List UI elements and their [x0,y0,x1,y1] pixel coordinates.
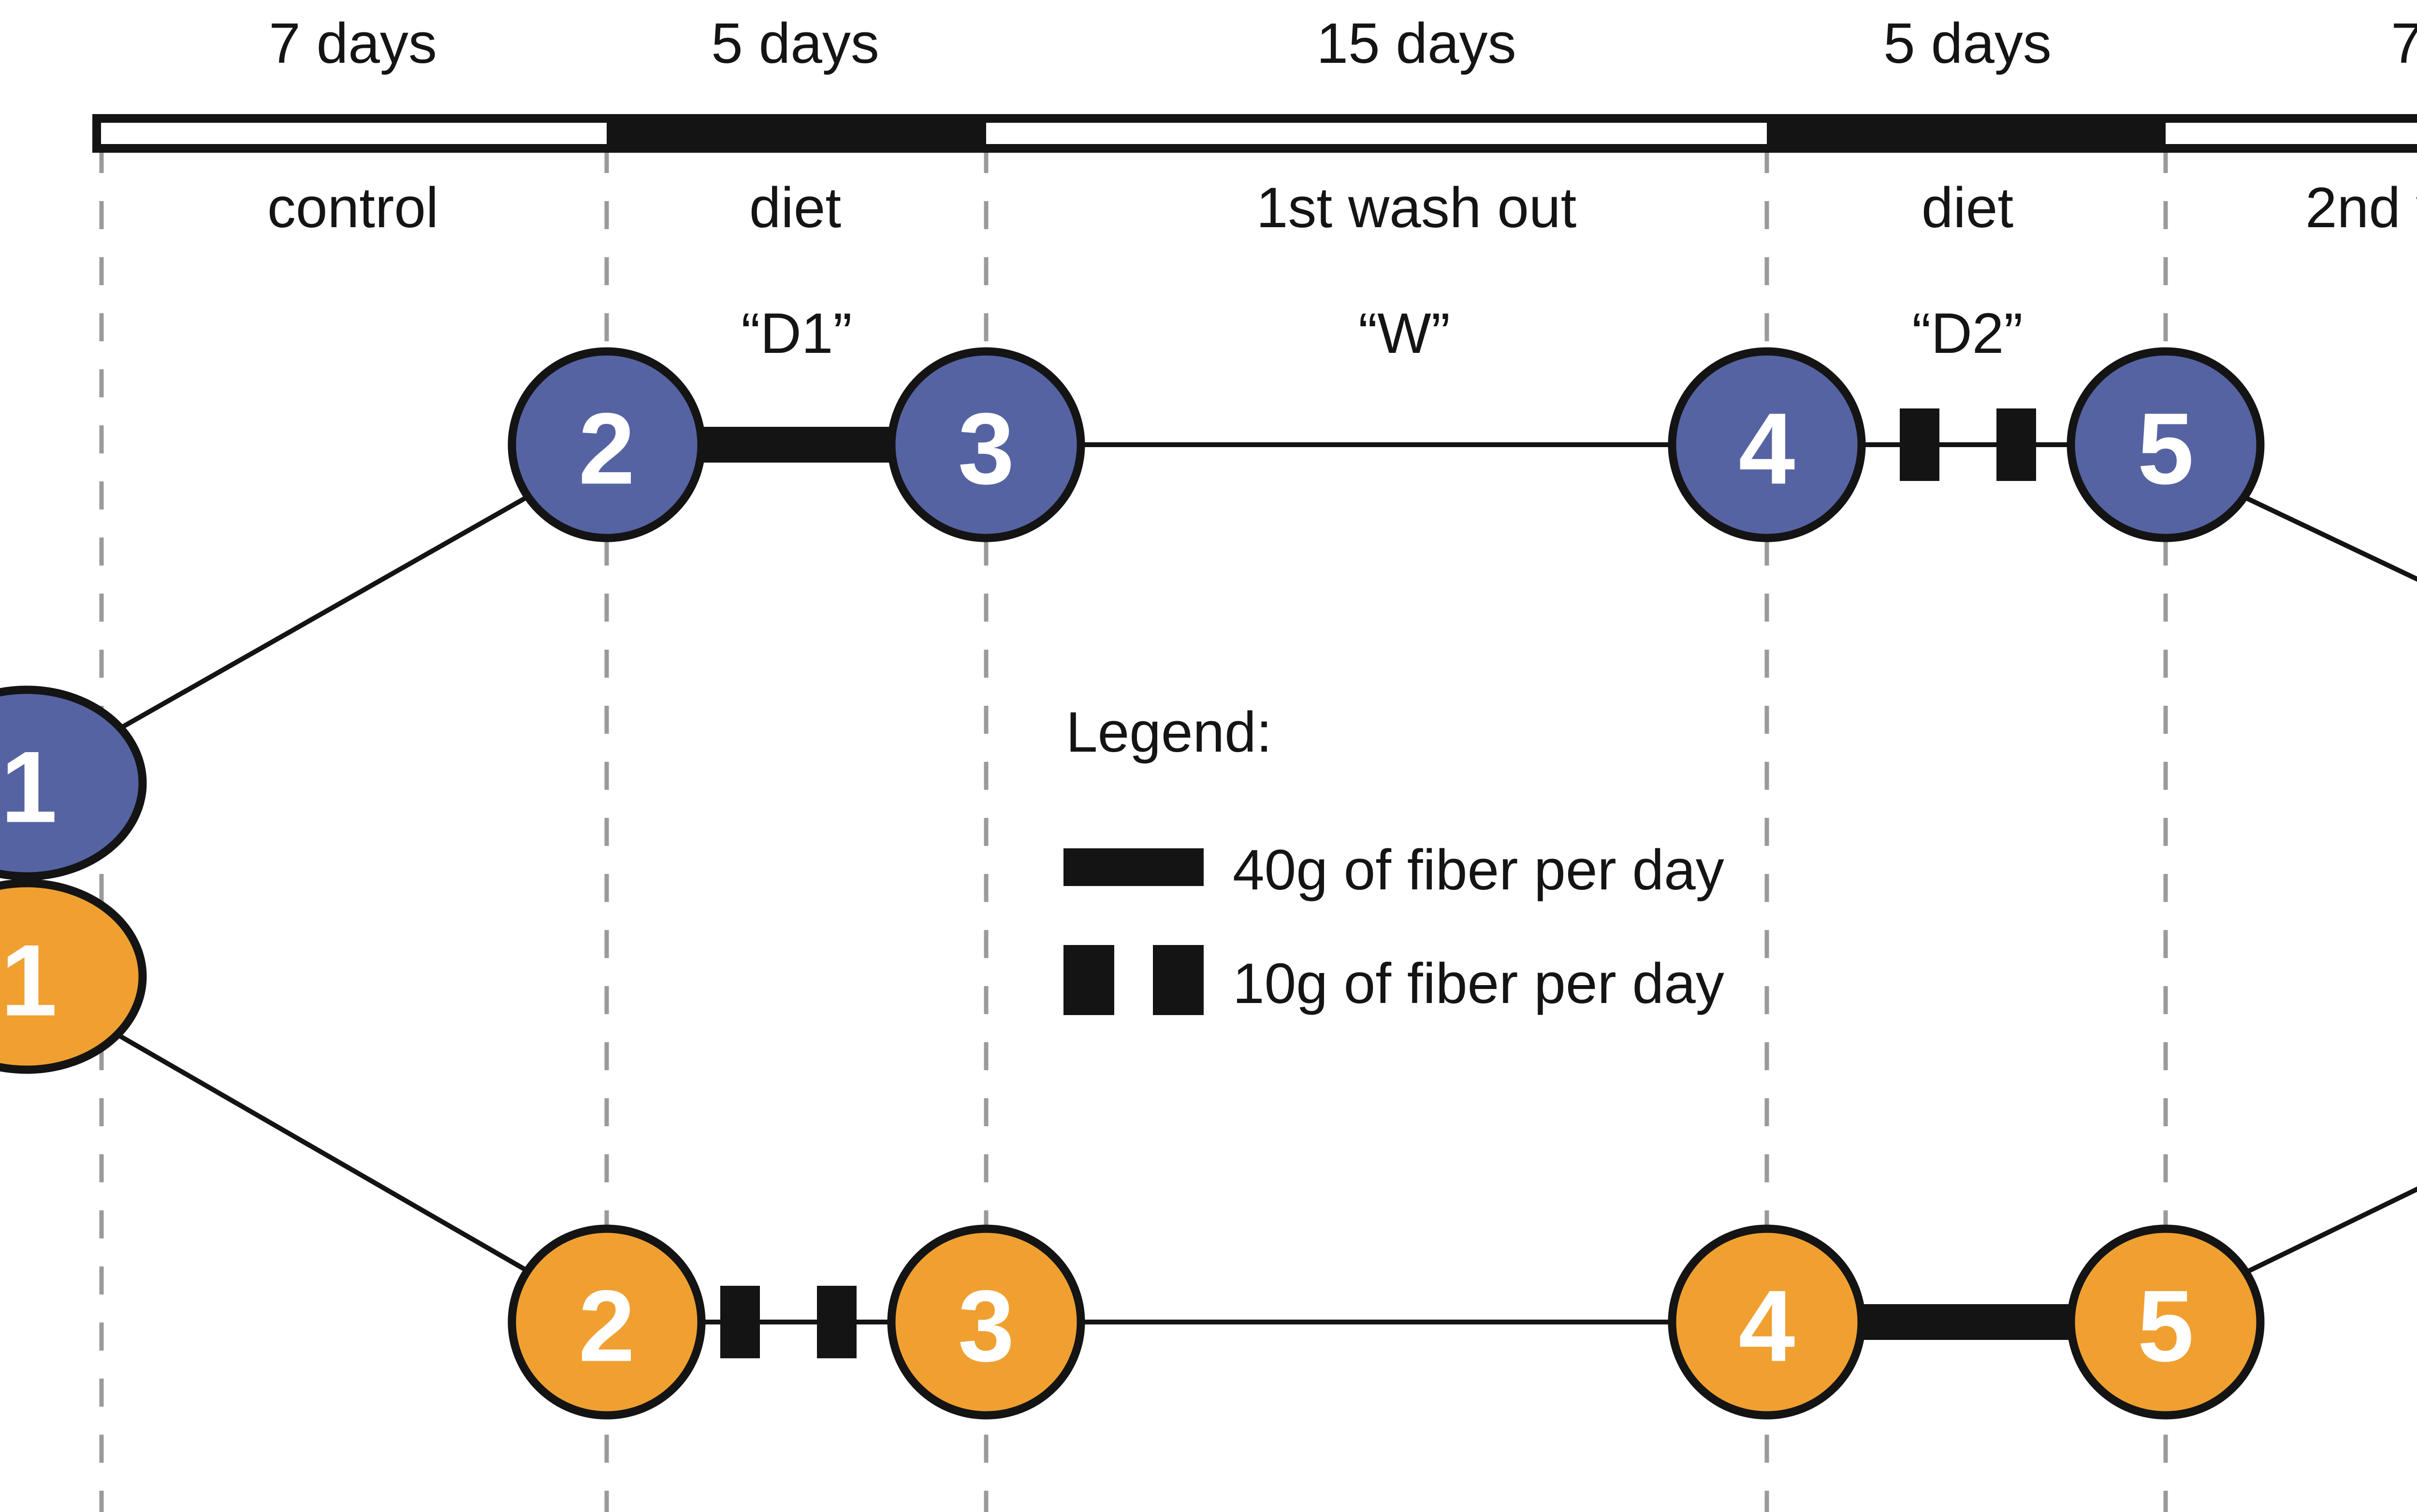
orange-node-1-label: 1 [1,924,58,1037]
blue-node-5[interactable]: 5 [2067,347,2265,542]
orange-node-3-label: 3 [958,1269,1015,1383]
legend-swatch-10g-square-1 [1063,945,1114,1015]
blue-node-2[interactable]: 2 [508,347,706,542]
blue-node-4-label: 4 [1739,392,1795,506]
orange-node-2[interactable]: 2 [508,1224,706,1420]
blue-node-3[interactable]: 3 [887,347,1085,542]
phase-labels: control diet 1st wash out diet 2nd wash … [267,176,2417,240]
blue-node-1-shape[interactable] [0,685,147,881]
duration-labels: 7 days 5 days 15 days 5 days 7 days [269,12,2417,75]
blue-link-4-5-square-1 [1900,408,1939,481]
orange-node-5[interactable]: 5 [2067,1224,2265,1420]
blue-link-4-5-square-2 [1996,408,2036,481]
timeline-bar-outline [92,114,2417,153]
legend-swatch-40g [1063,848,1204,886]
period-code-w: “W” [1358,302,1450,365]
orange-link-2-3-square-1 [720,1286,760,1358]
timeline-segment-washout-2 [2166,118,2417,148]
blue-link-5-6 [2234,491,2417,582]
orange-arm-nodes: 1 2 3 4 5 6 [0,879,2265,1420]
phase-label-control: control [267,176,438,240]
duration-label-3: 15 days [1316,12,1516,75]
orange-link-1-2 [107,1027,538,1279]
period-code-d1: “D1” [741,302,852,365]
orange-node-1[interactable]: 1 [0,879,147,1074]
orange-node-3[interactable]: 3 [887,1224,1085,1420]
blue-arm-links [107,408,2417,737]
timeline-segment-washout-1 [986,118,1767,148]
blue-node-2-shape[interactable] [508,347,706,542]
blue-node-3-label: 3 [958,392,1015,506]
orange-link-2-3-square-2 [817,1286,857,1358]
phase-label-washout-1: 1st wash out [1256,176,1576,240]
blue-node-1[interactable]: 1 [0,685,147,881]
timeline-bar [92,114,2417,153]
legend-title: Legend: [1066,700,1272,764]
timeline-segment-control [97,118,607,148]
blue-node-4[interactable]: 4 [1668,347,1866,542]
blue-node-2-label: 2 [579,392,635,506]
legend-label-40g: 40g of fiber per day [1233,838,1724,902]
duration-label-4: 5 days [1883,12,2052,75]
orange-link-5-6 [2237,1186,2417,1279]
duration-label-2: 5 days [711,12,879,75]
legend: Legend: 40g of fiber per day 10g of fibe… [1063,700,1724,1016]
phase-label-diet-1: diet [749,176,841,240]
orange-node-5-shape[interactable] [2067,1224,2265,1420]
blue-node-4-shape[interactable] [1668,347,1866,542]
phase-label-washout-2: 2nd wash out [2305,176,2417,240]
duration-label-1: 7 days [269,12,437,75]
orange-node-4-label: 4 [1739,1269,1795,1383]
phase-label-diet-2: diet [1922,176,2013,240]
timeline-segment-diet-1-top [607,115,986,152]
orange-node-1-shape[interactable] [0,879,147,1074]
blue-node-3-shape[interactable] [887,347,1085,542]
duration-label-5: 7 days [2391,12,2417,75]
period-code-labels: “D1” “W” “D2” [741,302,2023,365]
legend-label-10g: 10g of fiber per day [1233,952,1724,1016]
orange-node-5-label: 5 [2138,1269,2194,1383]
orange-node-2-label: 2 [579,1269,635,1383]
blue-arm-nodes: 1 2 3 4 5 6 [0,347,2265,881]
blue-node-5-shape[interactable] [2067,347,2265,542]
legend-swatch-10g-square-2 [1153,945,1204,1015]
blue-node-1-label: 1 [1,730,58,844]
blue-link-1-2 [107,491,536,737]
orange-node-3-shape[interactable] [887,1224,1085,1420]
orange-arm-links [107,1027,2417,1358]
orange-node-2-shape[interactable] [508,1224,706,1420]
period-code-d2: “D2” [1912,302,2023,365]
blue-node-5-label: 5 [2138,392,2194,506]
orange-node-4-shape[interactable] [1668,1224,1866,1420]
timeline-segment-diet-2-top [1767,115,2166,152]
orange-node-4[interactable]: 4 [1668,1224,1866,1420]
